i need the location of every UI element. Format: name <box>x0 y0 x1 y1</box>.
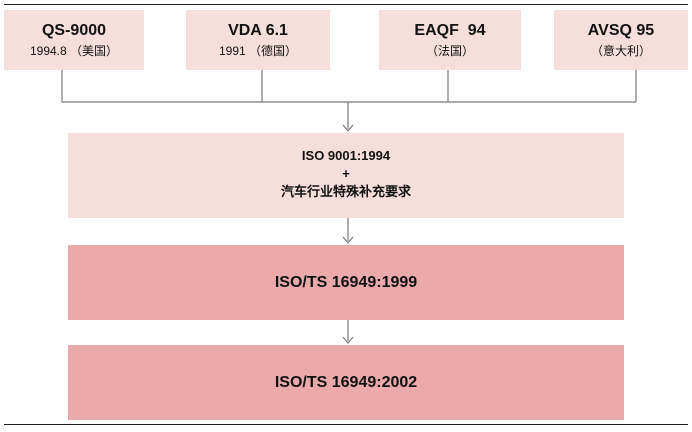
standard-name: QS-9000 <box>41 22 107 39</box>
standard-detail: 1991 （德国） <box>218 44 298 58</box>
stage-line: 汽车行业特殊补充要求 <box>280 184 411 199</box>
plus-sign: + <box>342 166 350 181</box>
stage-box-ts16949-1999: ISO/TS 16949:1999 <box>68 245 624 320</box>
standard-name: EAQF 94 <box>414 22 486 39</box>
bottom-rule <box>4 424 688 425</box>
arrowhead-icon <box>342 236 354 244</box>
standard-box-qs9000: QS-9000 1994.8 （美国） <box>4 10 144 70</box>
standard-detail: （法国） <box>425 44 474 58</box>
stage-title: ISO/TS 16949:1999 <box>274 274 418 291</box>
stage-box-ts16949-2002: ISO/TS 16949:2002 <box>68 345 624 420</box>
stage-line: ISO 9001:1994 <box>301 148 391 163</box>
stage-title: ISO/TS 16949:2002 <box>274 374 418 391</box>
stage-box-iso9001: ISO 9001:1994 + 汽车行业特殊补充要求 <box>68 133 624 218</box>
standard-name: AVSQ 95 <box>587 22 655 39</box>
standard-box-vda: VDA 6.1 1991 （德国） <box>186 10 330 70</box>
arrowhead-icon <box>342 336 354 344</box>
standard-detail: 1994.8 （美国） <box>29 44 119 58</box>
standard-box-avsq: AVSQ 95 （意大利） <box>554 10 688 70</box>
standard-box-eaqf: EAQF 94 （法国） <box>379 10 521 70</box>
arrowhead-icon <box>342 124 354 132</box>
top-rule <box>4 4 688 5</box>
standard-detail: （意大利） <box>590 44 651 58</box>
standard-name: VDA 6.1 <box>228 22 288 39</box>
